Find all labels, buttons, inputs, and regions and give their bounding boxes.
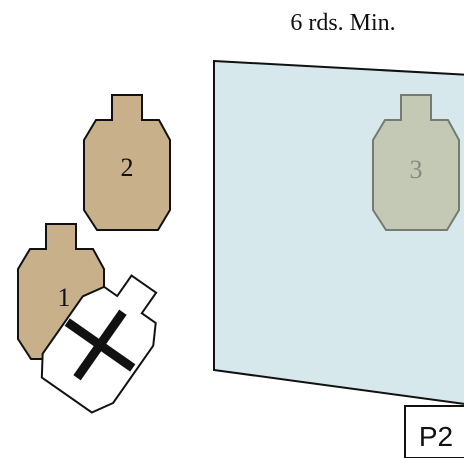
target-3[interactable]: 3 (372, 94, 460, 231)
target-2[interactable]: 2 (83, 94, 171, 231)
target-2-label: 2 (121, 153, 134, 182)
target-3-label: 3 (410, 155, 423, 184)
target-2-silhouette (83, 94, 171, 231)
shooting-position-p2[interactable]: P2 (404, 405, 464, 458)
no-shoot-target[interactable] (31, 259, 179, 419)
round-count-label: 6 rds. Min. (290, 10, 395, 36)
x-mark-icon (64, 309, 136, 381)
target-1-label: 1 (58, 283, 71, 312)
position-box (404, 405, 464, 458)
target-3-silhouette (372, 94, 460, 231)
position-label: P2 (419, 421, 453, 452)
